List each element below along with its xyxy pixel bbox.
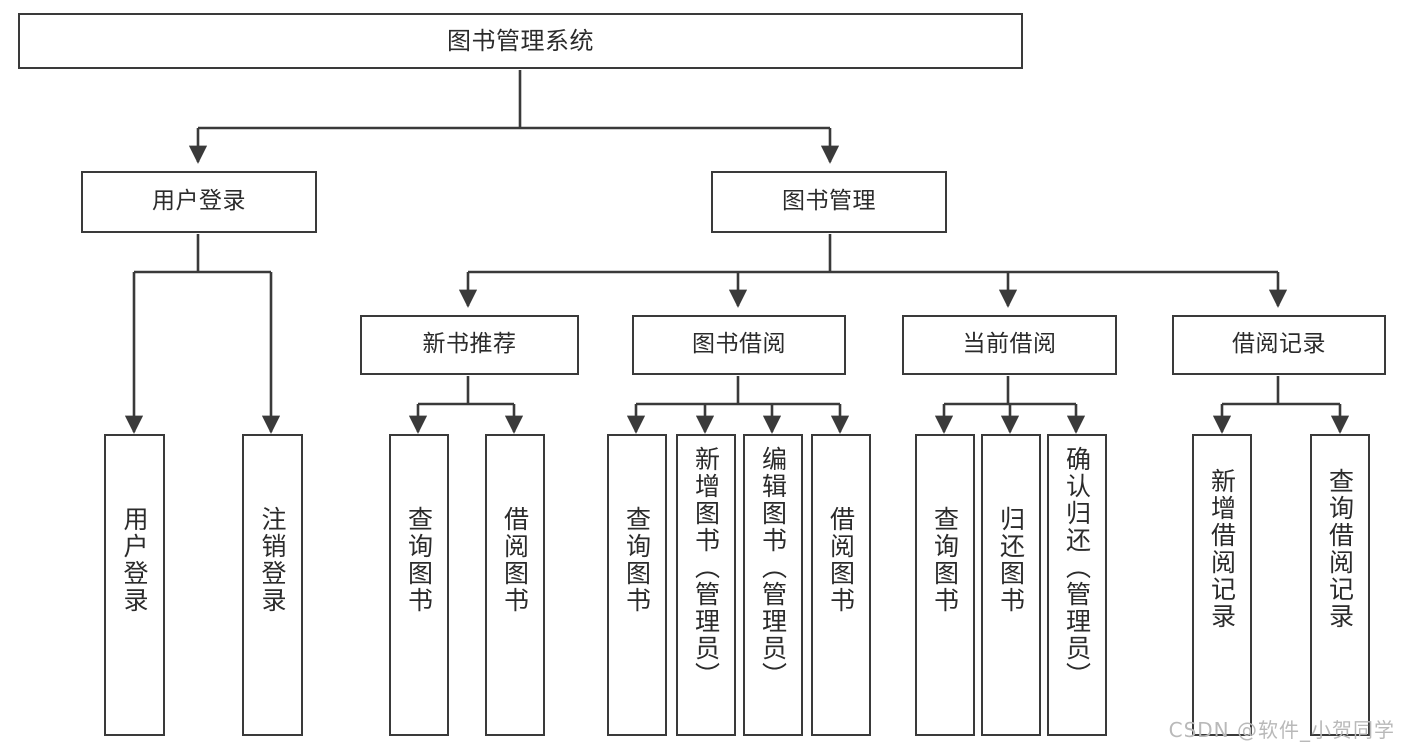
node-leaf-confirm-return[interactable]: 确认归还（管理员） bbox=[1047, 434, 1107, 736]
node-borrow-record-label: 借阅记录 bbox=[1232, 331, 1326, 358]
node-root[interactable]: 图书管理系统 bbox=[18, 13, 1023, 69]
node-user-login-label: 用户登录 bbox=[152, 188, 246, 215]
node-new-book-recommend[interactable]: 新书推荐 bbox=[360, 315, 579, 375]
node-current-borrow[interactable]: 当前借阅 bbox=[902, 315, 1117, 375]
node-leaf-query-record[interactable]: 查询借阅记录 bbox=[1310, 434, 1370, 736]
node-leaf-logout-login[interactable]: 注销登录 bbox=[242, 434, 303, 736]
node-leaf-borrow-book-2-label: 借阅图书 bbox=[826, 506, 856, 614]
node-leaf-user-login[interactable]: 用户登录 bbox=[104, 434, 165, 736]
node-leaf-borrow-book-2[interactable]: 借阅图书 bbox=[811, 434, 871, 736]
node-leaf-confirm-return-label: 确认归还（管理员） bbox=[1062, 446, 1092, 689]
node-leaf-add-book-label: 新增图书（管理员） bbox=[691, 446, 721, 689]
node-leaf-query-book-3[interactable]: 查询图书 bbox=[915, 434, 975, 736]
node-book-management-label: 图书管理 bbox=[782, 188, 876, 215]
node-leaf-borrow-book-1-label: 借阅图书 bbox=[500, 506, 530, 614]
node-new-book-recommend-label: 新书推荐 bbox=[422, 331, 517, 358]
watermark: CSDN @软件_小贺同学 bbox=[1168, 718, 1395, 742]
node-borrow-record[interactable]: 借阅记录 bbox=[1172, 315, 1386, 375]
node-current-borrow-label: 当前借阅 bbox=[962, 331, 1057, 358]
node-book-borrow[interactable]: 图书借阅 bbox=[632, 315, 846, 375]
node-leaf-query-book-2[interactable]: 查询图书 bbox=[607, 434, 667, 736]
node-leaf-query-book-2-label: 查询图书 bbox=[622, 506, 652, 614]
node-leaf-return-book-label: 归还图书 bbox=[996, 506, 1026, 614]
node-leaf-add-record-label: 新增借阅记录 bbox=[1207, 468, 1237, 630]
node-leaf-query-book-1-label: 查询图书 bbox=[404, 506, 434, 614]
node-root-label: 图书管理系统 bbox=[447, 26, 594, 55]
node-leaf-query-record-label: 查询借阅记录 bbox=[1325, 468, 1355, 630]
node-leaf-query-book-1[interactable]: 查询图书 bbox=[389, 434, 449, 736]
node-leaf-add-book[interactable]: 新增图书（管理员） bbox=[676, 434, 736, 736]
node-leaf-add-record[interactable]: 新增借阅记录 bbox=[1192, 434, 1252, 736]
node-leaf-user-login-label: 用户登录 bbox=[120, 506, 149, 614]
node-book-borrow-label: 图书借阅 bbox=[692, 331, 786, 358]
node-leaf-edit-book-label: 编辑图书（管理员） bbox=[758, 446, 788, 689]
node-book-management[interactable]: 图书管理 bbox=[711, 171, 947, 233]
node-leaf-query-book-3-label: 查询图书 bbox=[930, 506, 960, 614]
node-user-login[interactable]: 用户登录 bbox=[81, 171, 317, 233]
node-leaf-logout-login-label: 注销登录 bbox=[258, 506, 287, 614]
node-leaf-return-book[interactable]: 归还图书 bbox=[981, 434, 1041, 736]
node-leaf-edit-book[interactable]: 编辑图书（管理员） bbox=[743, 434, 803, 736]
node-leaf-borrow-book-1[interactable]: 借阅图书 bbox=[485, 434, 545, 736]
